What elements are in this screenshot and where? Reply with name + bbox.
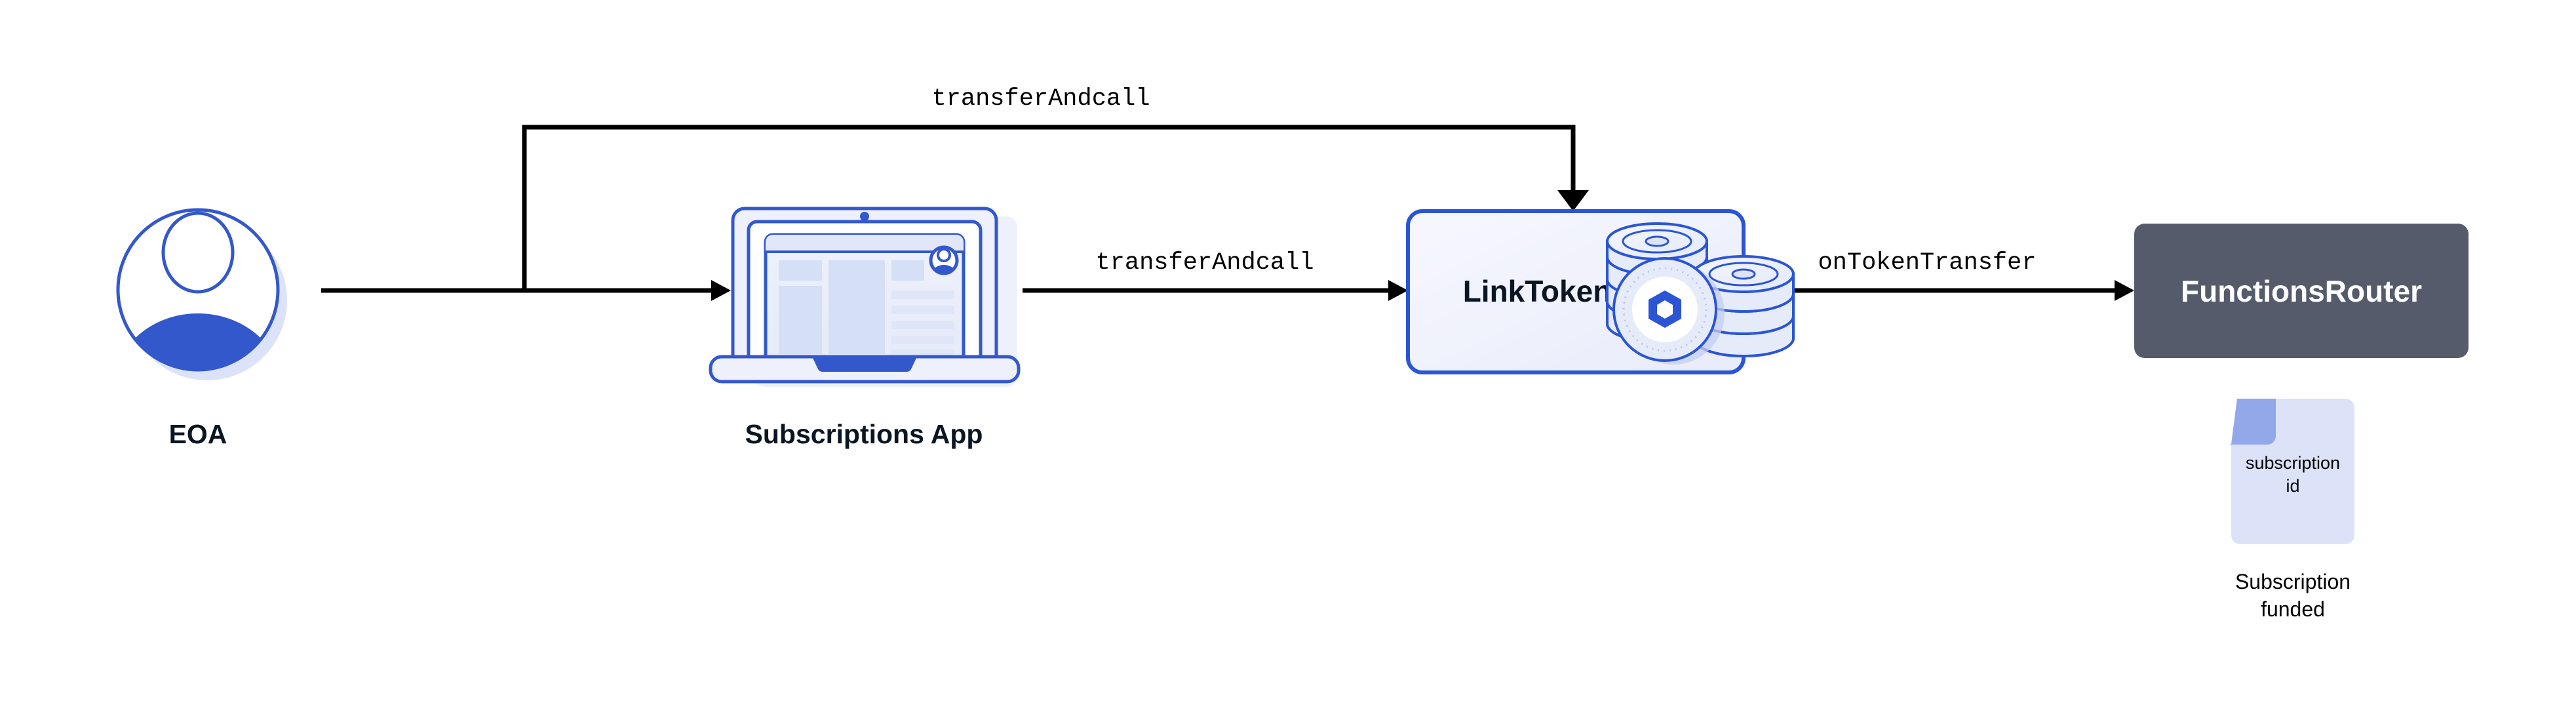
laptop-icon bbox=[709, 207, 1021, 387]
node-caption-eoa: EOA bbox=[169, 419, 227, 449]
edge-eoa-bracket-to-linktoken: transferAndcall bbox=[522, 85, 1589, 290]
node-caption-subscriptions-app: Subscriptions App bbox=[745, 419, 983, 449]
user-avatar-icon bbox=[116, 208, 287, 380]
arrowhead-to-linktoken bbox=[1388, 280, 1408, 301]
document-caption-line-2: funded bbox=[2261, 597, 2325, 621]
node-label-link-token: LinkToken bbox=[1463, 274, 1612, 308]
arrowhead-to-router bbox=[2115, 280, 2134, 301]
node-subscription-document[interactable]: subscription id Subscription funded bbox=[2228, 399, 2354, 621]
node-link-token[interactable]: LinkToken bbox=[1406, 209, 1795, 374]
document-line-1: subscription bbox=[2246, 453, 2340, 473]
functions-router-box bbox=[2134, 224, 2469, 358]
app-avatar-icon bbox=[929, 245, 959, 275]
node-label-functions-router: FunctionsRouter bbox=[2181, 274, 2422, 308]
edge-label-ontokentransfer: onTokenTransfer bbox=[1818, 249, 2036, 277]
node-eoa[interactable]: EOA bbox=[114, 208, 287, 460]
document-icon: subscription id bbox=[2228, 399, 2354, 544]
edge-label-transferandcall-top: transferAndcall bbox=[931, 85, 1150, 113]
edge-app-to-linktoken: transferAndcall bbox=[1023, 249, 1408, 301]
edge-linktoken-to-router: onTokenTransfer bbox=[1763, 249, 2134, 301]
edge-eoa-to-app bbox=[321, 280, 731, 301]
document-line-2: id bbox=[2286, 476, 2299, 496]
node-functions-router[interactable]: FunctionsRouter bbox=[2134, 224, 2469, 358]
edge-label-transferandcall-mid: transferAndcall bbox=[1095, 249, 1314, 277]
arrowhead-to-app bbox=[711, 280, 731, 301]
document-caption-line-1: Subscription bbox=[2235, 570, 2351, 593]
node-subscriptions-app[interactable]: Subscriptions App bbox=[709, 207, 1021, 449]
arrowhead-bracket-to-linktoken bbox=[1557, 190, 1589, 211]
coin-stack-icon bbox=[1606, 222, 1795, 365]
